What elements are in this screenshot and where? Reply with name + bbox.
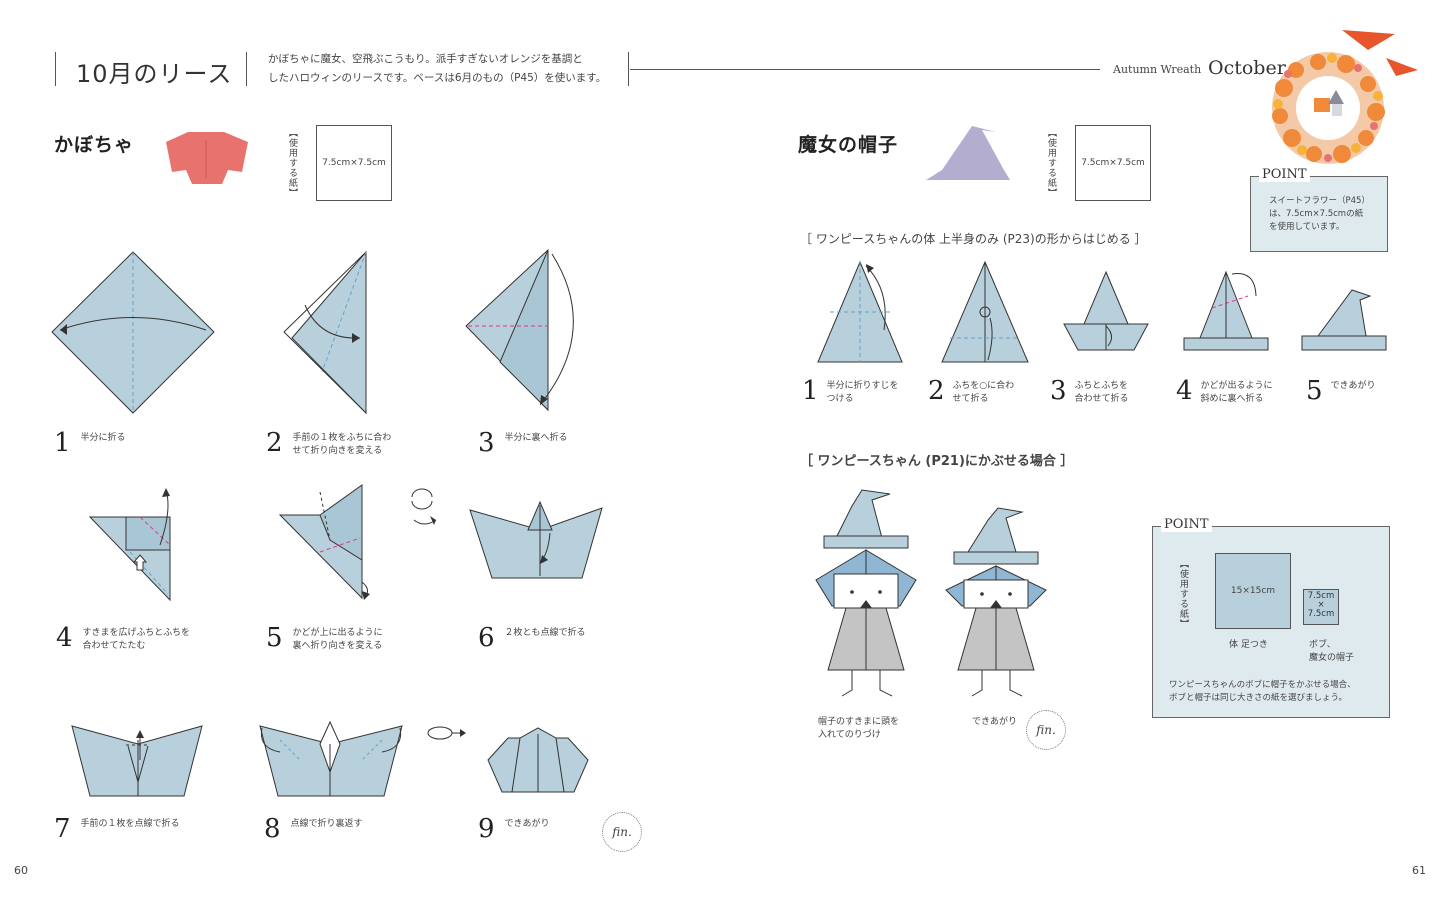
step1-diagram — [51, 251, 215, 414]
point2-paper-label: 【使用する紙】 — [1178, 559, 1188, 629]
point-box-1: POINT スイートフラワー（P45） は、7.5cm×7.5cmの紙 を使用し… — [1250, 167, 1388, 252]
step-label-2: 2 手前の１枚をふちに合わせて折り向きを変える — [266, 428, 392, 458]
paper-swatch-left: 7.5cm×7.5cm — [316, 125, 392, 201]
step2-diagram — [283, 250, 367, 415]
hat-step-label-3: 3 ふちとふちを合わせて折る — [1050, 376, 1129, 406]
small-paper-caption: ボブ、 魔女の帽子 — [1309, 640, 1355, 663]
intro-line-1: かぼちゃに魔女、空飛ぶこうもり。派手すぎないオレンジを基調と — [268, 53, 583, 65]
step3-diagram — [465, 248, 574, 412]
point2-note: ワンピースちゃんのボブに帽子をかぶせる場合、 ボブと帽子は同じ大きさの紙を選びま… — [1169, 680, 1356, 703]
page-title: 10月のリース — [76, 60, 233, 88]
hat-step-label-5: 5 できあがり — [1306, 376, 1376, 406]
hat-step-label-1: 1 半分に折りすじをつける — [802, 376, 899, 406]
month-en: October — [1208, 57, 1286, 79]
paper-label-right: 【使用する紙】 — [1046, 128, 1056, 198]
step6-diagram — [469, 500, 603, 579]
hat-step1-diagram — [817, 260, 903, 363]
hat-step-label-4: 4 かどが出るように斜めに裏へ折る — [1176, 376, 1273, 406]
fin-mark-left: fin. — [602, 812, 642, 852]
step-label-5: 5 かどが上に出るように裏へ折り向きを変える — [266, 623, 383, 653]
step-label-7: 7 手前の１枚を点線で折る — [54, 814, 180, 844]
rotate-icon — [411, 488, 437, 525]
section-title-pumpkin: かぼちゃ — [54, 134, 135, 156]
paper-label-left: 【使用する紙】 — [287, 128, 297, 198]
section-title-witch-hat: 魔女の帽子 — [798, 134, 899, 156]
paper-size-right: 7.5cm×7.5cm — [1081, 158, 1145, 168]
small-paper-swatch: 7.5cm × 7.5cm — [1303, 589, 1339, 625]
title-rule-right — [628, 52, 629, 86]
point-heading-1: POINT — [1259, 167, 1310, 182]
subheading-2: ［ ワンピースちゃん (P21)にかぶせる場合 ］ — [800, 454, 1074, 469]
hat-step4-diagram — [1183, 270, 1269, 351]
point-text-1: スイートフラワー（P45） は、7.5cm×7.5cmの紙 を使用しています。 — [1269, 196, 1370, 232]
paper-size-left: 7.5cm×7.5cm — [322, 158, 386, 168]
pumpkin-photo — [166, 132, 248, 184]
hat-step-label-2: 2 ふちを○に合わせて折る — [928, 376, 1015, 406]
witch-figure-2 — [945, 507, 1047, 697]
step5-diagram — [278, 484, 370, 600]
step-label-6: 6 ２枚とも点線で折る — [478, 623, 586, 653]
big-paper-caption: 体 足つき — [1229, 640, 1268, 650]
page-number-right: 61 — [1412, 864, 1426, 877]
header-line — [630, 69, 1100, 70]
page-number-left: 60 — [14, 864, 28, 877]
step9-diagram — [487, 727, 589, 793]
flip-icon — [427, 726, 466, 740]
subheading-1: ［ ワンピースちゃんの体 上半身のみ (P23)の形からはじめる ］ — [800, 232, 1147, 246]
step-label-3: 3 半分に裏へ折る — [478, 428, 568, 458]
hat-photo — [926, 126, 1010, 180]
intro-text: かぼちゃに魔女、空飛ぶこうもり。派手すぎないオレンジを基調と したハロウィンのリ… — [268, 50, 606, 88]
hat-step3-diagram — [1063, 270, 1149, 351]
step-label-8: 8 点線で折り裏返す — [264, 814, 363, 844]
step7-diagram — [71, 725, 203, 797]
step-label-4: 4 すきまを広げふちとふちを合わせてたたむ — [56, 623, 191, 653]
fin-mark-right: fin. — [1026, 710, 1066, 750]
step8-diagram — [259, 720, 403, 797]
hat-step2-diagram — [941, 260, 1029, 363]
big-paper-swatch: 15×15cm — [1215, 553, 1291, 629]
step-label-1: 1 半分に折る — [54, 428, 126, 458]
step-label-9: 9 できあがり — [478, 814, 550, 844]
witch-figure-1 — [815, 489, 917, 697]
title-rule-left — [55, 52, 56, 86]
witch-caption-1: 帽子のすきまに頭を 入れてのりづけ — [818, 717, 900, 740]
hat-step5-diagram — [1301, 289, 1387, 351]
paper-swatch-right: 7.5cm×7.5cm — [1075, 125, 1151, 201]
witch-caption-2: できあがり — [972, 717, 1018, 727]
intro-line-2: したハロウィンのリースです。ベースは6月のもの（P45）を使います。 — [268, 72, 607, 84]
point-box-2: POINT 【使用する紙】 15×15cm 7.5cm × 7.5cm 体 足つ… — [1152, 517, 1390, 718]
step4-diagram — [88, 488, 171, 602]
subtitle-en: Autumn Wreath — [1113, 63, 1202, 76]
title-rule-mid — [246, 52, 247, 86]
point-heading-2: POINT — [1161, 517, 1212, 532]
